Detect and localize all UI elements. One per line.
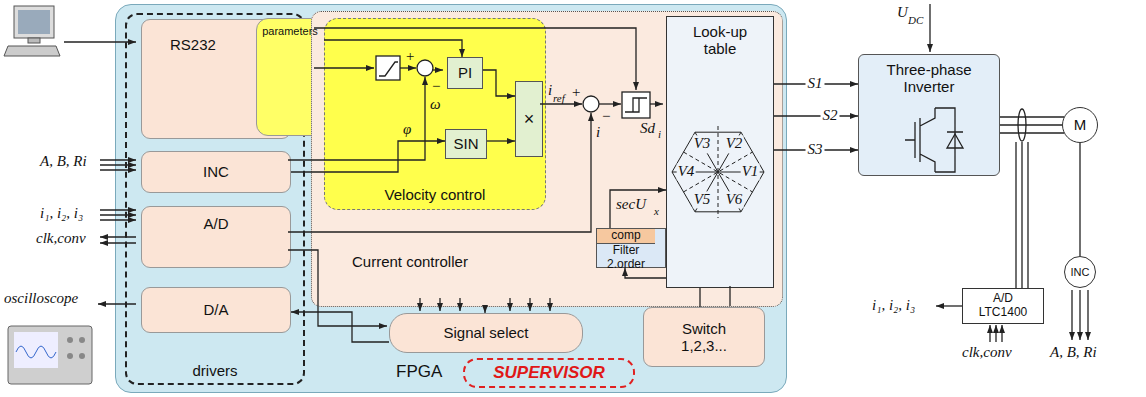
node-text: Switch 1,2,3... [669,320,739,355]
lookup-table: Look-up table [666,16,774,288]
signal-label: Sd [640,120,655,137]
adc-chip: A/D LTC1400 [962,288,1044,324]
node-text: A/D LTC1400 [973,292,1033,320]
supervisor-box: SUPERVISOR [463,358,635,388]
signal-label: U [897,4,908,21]
connector [487,140,515,141]
node-text: FPGA [396,362,442,382]
node-text: comp [597,229,655,244]
signal-label: V5 [693,191,712,208]
signal-label: i₁, i₂, i₃ [40,205,83,222]
driver-block: A/D [141,206,291,268]
node-text: RS232 [170,36,216,53]
velocity-region: Velocity control PI SIN × [324,18,546,210]
signal-label: − [431,78,441,95]
signal-label: V6 [725,191,744,208]
signal-label: + [405,48,415,65]
node-text: INC [203,163,229,180]
signal-label: − [601,108,611,125]
connector [699,288,700,307]
connector [483,70,515,96]
connector [610,190,666,228]
switch-signal-label: S3 [806,141,825,158]
node-text: PI [458,64,472,81]
node-text: drivers [192,362,237,379]
node-text: D/A [203,301,228,318]
signal-label: oscilloscope [4,290,78,307]
signal-label: i [596,124,600,141]
signal-wires [64,4,1088,342]
signal-label: clk,conv [36,230,86,247]
node-text: SUPERVISOR [493,363,604,383]
node-text: SIN [453,135,478,152]
node-text: parameters [262,25,318,38]
signal-label: clk,conv [962,344,1012,361]
signal-label: i₁, i₂, i₃ [872,297,915,314]
signal-label: ω [430,96,441,113]
driver-block: INC [141,151,291,193]
signal-label: i [658,128,661,141]
driver-group: drivers RS232parametersINC A/D D/A [125,13,305,385]
signal-label: x [654,205,659,218]
motor-circle: M [1062,107,1098,143]
signal-label: ref [553,92,565,105]
multiplier-block: × [515,81,543,157]
function-block: SIN [445,129,487,159]
signal-label: V2 [725,136,744,153]
connector [484,307,485,313]
signal-label: V3 [693,136,712,153]
oscilloscope-icon [8,326,92,384]
switch-block: Switch 1,2,3... [643,307,765,367]
fpga-board: FPGAdriversRS232parametersINCA/DD/ACurre… [115,4,787,393]
signal-label: A, B, Ri [40,153,87,170]
signal-label: DC [908,14,923,27]
signal-label: secU [616,196,646,213]
connector [324,40,462,57]
switch-signal-label: S2 [821,107,840,124]
connector [625,268,666,278]
inverter-block: Three-phase Inverter [858,54,1000,176]
node-text: INC [1071,266,1090,279]
node-text: Filter 2.order [597,244,655,272]
signal-label: i [548,82,552,99]
computer-icon [4,6,60,56]
node-text: Velocity control [385,186,486,203]
node-text: M [1074,116,1087,133]
signal-label: φ [403,121,411,138]
node-text: × [524,109,535,130]
connector [291,141,445,172]
node-text: A/D [203,215,228,232]
driver-block: D/A [141,287,291,333]
driver-block: RS232parameters [141,19,291,139]
signal-label: V1 [741,163,760,180]
signal-label: V4 [677,163,696,180]
select-block: Signal select [389,313,583,353]
filter-block: compFilter 2.order [596,228,666,268]
connector [774,115,858,116]
signal-label: A, B, Ri [1050,344,1097,361]
encoder-circle: INC [1064,256,1096,288]
connector [1000,124,1062,125]
connector [1079,143,1080,256]
node-text: Three-phase Inverter [874,61,984,96]
function-block: PI [447,57,483,89]
signal-label: + [571,84,581,101]
switch-signal-label: S1 [806,75,825,92]
node-text: Current controller [352,253,468,270]
node-text: Signal select [443,324,528,341]
connector [291,312,389,342]
node-text: Look-up table [685,23,755,58]
